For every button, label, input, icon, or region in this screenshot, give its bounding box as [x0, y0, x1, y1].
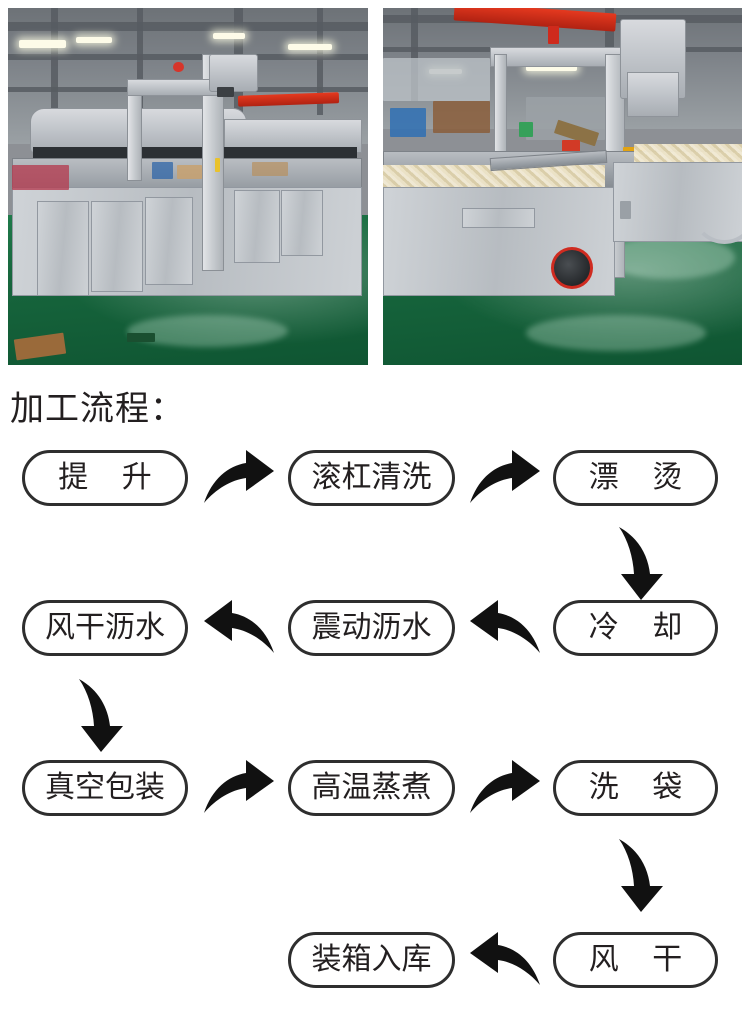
arrow-vacuum-packing-to-high-temp — [202, 756, 276, 816]
arrow-high-temp-to-bag-washing — [468, 756, 542, 816]
step-boxing-storage[interactable]: 装箱入库 — [288, 932, 455, 988]
background-equipment — [11, 165, 70, 191]
step-vacuum-packing[interactable]: 真空包装 — [22, 760, 188, 816]
ceiling-lamp — [526, 65, 577, 71]
lift-hopper — [626, 72, 680, 118]
tunnel-hood-far — [223, 118, 363, 153]
step-vibration-drain[interactable]: 震动沥水 — [288, 600, 455, 656]
ceiling-truss — [8, 54, 368, 61]
ceiling-lamp — [76, 36, 113, 43]
ceiling-lamp — [212, 32, 246, 39]
background-wall — [382, 57, 491, 101]
tank-door-panel — [90, 200, 143, 293]
conveyor-shadow-band — [33, 147, 357, 160]
tank-door-panel — [281, 190, 323, 257]
process-photo-gallery — [8, 8, 742, 365]
step-air-drying[interactable]: 风 干 — [553, 932, 718, 988]
floor-reflection — [605, 236, 735, 280]
motor-box — [216, 86, 235, 98]
ceiling-post — [411, 8, 418, 101]
step-air-dry-drain[interactable]: 风干沥水 — [22, 600, 188, 656]
lift-frame-column — [493, 54, 507, 164]
ceiling-post — [137, 8, 144, 123]
step-blanching[interactable]: 漂 烫 — [553, 450, 718, 506]
arrow-air-drying-to-boxing-storage — [468, 928, 542, 988]
background-machine — [389, 107, 426, 137]
tank-door-panel — [144, 197, 194, 285]
page-title: 加工流程： — [10, 389, 185, 429]
background-rack — [432, 100, 491, 133]
background-red-item — [562, 140, 581, 155]
step-cooling[interactable]: 冷 却 — [553, 600, 718, 656]
floor-reflection — [526, 315, 707, 351]
background-green-bin — [519, 122, 534, 137]
drain-valve — [619, 200, 631, 219]
tank-door-panel — [36, 200, 90, 296]
step-high-temp-cook[interactable]: 高温蒸煮 — [288, 760, 455, 816]
ceiling-post — [605, 8, 614, 80]
tank-door-panel — [234, 190, 280, 264]
background-carton — [176, 165, 203, 180]
arrow-bag-washing-to-air-drying — [612, 836, 670, 914]
caster-wheel — [551, 247, 594, 289]
ceiling-post — [51, 8, 59, 116]
arrow-blanching-to-cooling — [612, 524, 670, 602]
coiled-hose — [691, 179, 742, 245]
step-lift[interactable]: 提 升 — [22, 450, 188, 506]
arrow-roller-washing-to-blanching — [468, 446, 542, 506]
arrow-lift-to-roller-washing — [202, 446, 276, 506]
floor-reflection — [126, 315, 289, 348]
crane-control-box — [547, 25, 559, 44]
yellow-marker — [214, 157, 221, 173]
tank-drawer — [461, 207, 536, 228]
ceiling-post — [317, 8, 323, 116]
arrow-air-dry-to-vacuum-packing — [72, 676, 130, 754]
background-bin — [151, 161, 174, 180]
background-carton — [252, 161, 289, 176]
ceiling-truss — [8, 22, 368, 31]
blanching-line-overview-photo[interactable] — [8, 8, 368, 365]
floor-marking — [126, 332, 156, 342]
step-bag-washing[interactable]: 洗 袋 — [553, 760, 718, 816]
blanching-line-product-photo[interactable] — [382, 8, 742, 365]
ceiling-lamp — [288, 43, 332, 51]
alarm-light — [173, 61, 185, 73]
step-roller-washing[interactable]: 滚杠清洗 — [288, 450, 455, 506]
ceiling-lamp — [18, 40, 66, 48]
arrow-vibration-drain-to-air-dry — [202, 596, 276, 656]
arrow-cooling-to-vibration-drain — [468, 596, 542, 656]
lift-drive-housing — [209, 54, 259, 93]
